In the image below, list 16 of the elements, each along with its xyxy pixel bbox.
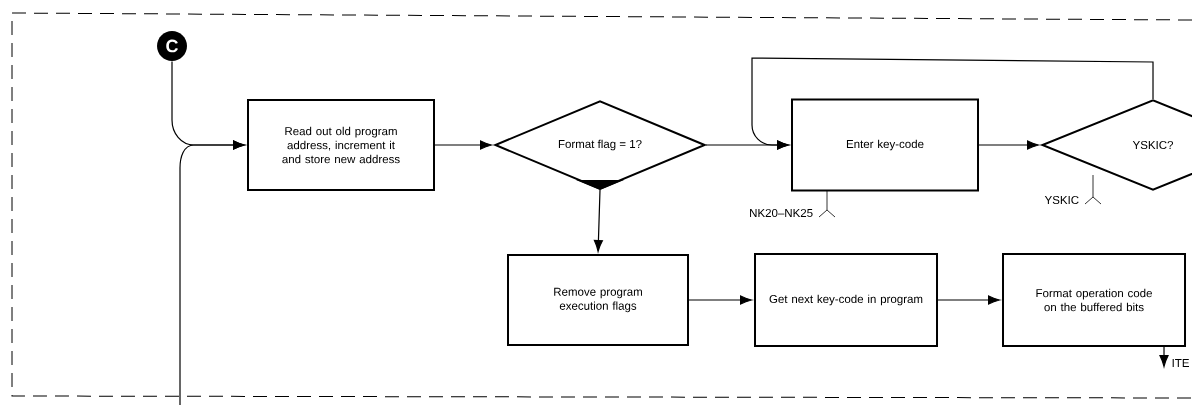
process-box: Read out old program address, increment it and store new address <box>247 99 435 191</box>
signal-label: NK20–NK25 <box>750 208 813 218</box>
process-box: Remove program execution flags <box>507 254 689 346</box>
arrow <box>434 140 492 150</box>
arrow <box>179 140 245 405</box>
process-box: Get next key-code in program <box>754 253 938 347</box>
arrow <box>688 295 752 305</box>
arrow <box>937 295 1000 305</box>
arrow <box>593 189 603 252</box>
edge-label: ITE <box>1170 358 1191 368</box>
signal-label: YSKIC <box>1044 195 1079 205</box>
arrow <box>751 57 1154 150</box>
arrow <box>978 140 1039 150</box>
process-box: Enter key-code <box>791 98 979 192</box>
process-box: Format operation code on the buffered bits <box>1002 253 1186 347</box>
arrow <box>1159 346 1169 367</box>
